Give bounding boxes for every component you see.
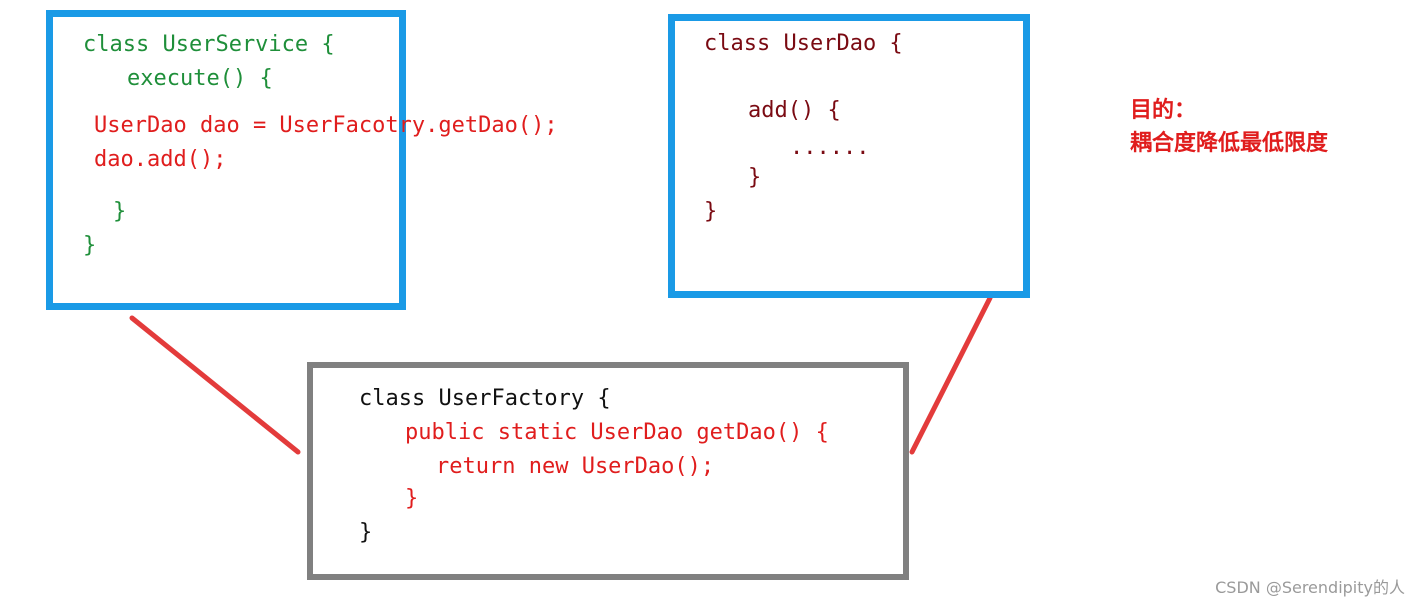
connector-dao-factory <box>909 295 993 455</box>
user-factory-box <box>307 362 909 580</box>
note-body: 耦合度降低最低限度 <box>1130 131 1329 156</box>
connector-service-factory <box>129 315 301 455</box>
user-factory-method-close: } <box>405 486 419 511</box>
user-dao-method-close: } <box>748 165 762 190</box>
user-dao-add-line: add() { <box>748 98 841 123</box>
user-service-dao-assign-line: UserDao dao = UserFacotry.getDao(); <box>94 113 558 138</box>
user-dao-class-line: class UserDao { <box>704 31 903 56</box>
user-factory-class-close: } <box>359 520 373 545</box>
user-dao-class-close: } <box>704 199 718 224</box>
watermark: CSDN @Serendipity的人 <box>1215 578 1405 597</box>
user-service-execute-line: execute() { <box>127 66 273 91</box>
user-factory-getdao-line: public static UserDao getDao() { <box>405 420 829 445</box>
note-title: 目的： <box>1130 98 1197 123</box>
user-factory-class-line: class UserFactory { <box>359 386 611 411</box>
user-dao-ellipsis-line: ...... <box>790 135 870 160</box>
user-service-class-line: class UserService { <box>83 32 335 57</box>
user-service-class-close: } <box>83 233 97 258</box>
user-service-dao-add-line: dao.add(); <box>94 147 227 172</box>
user-service-box <box>46 10 406 310</box>
user-dao-box <box>668 14 1030 298</box>
user-service-method-close: } <box>113 199 127 224</box>
user-factory-return-line: return new UserDao(); <box>436 454 715 479</box>
